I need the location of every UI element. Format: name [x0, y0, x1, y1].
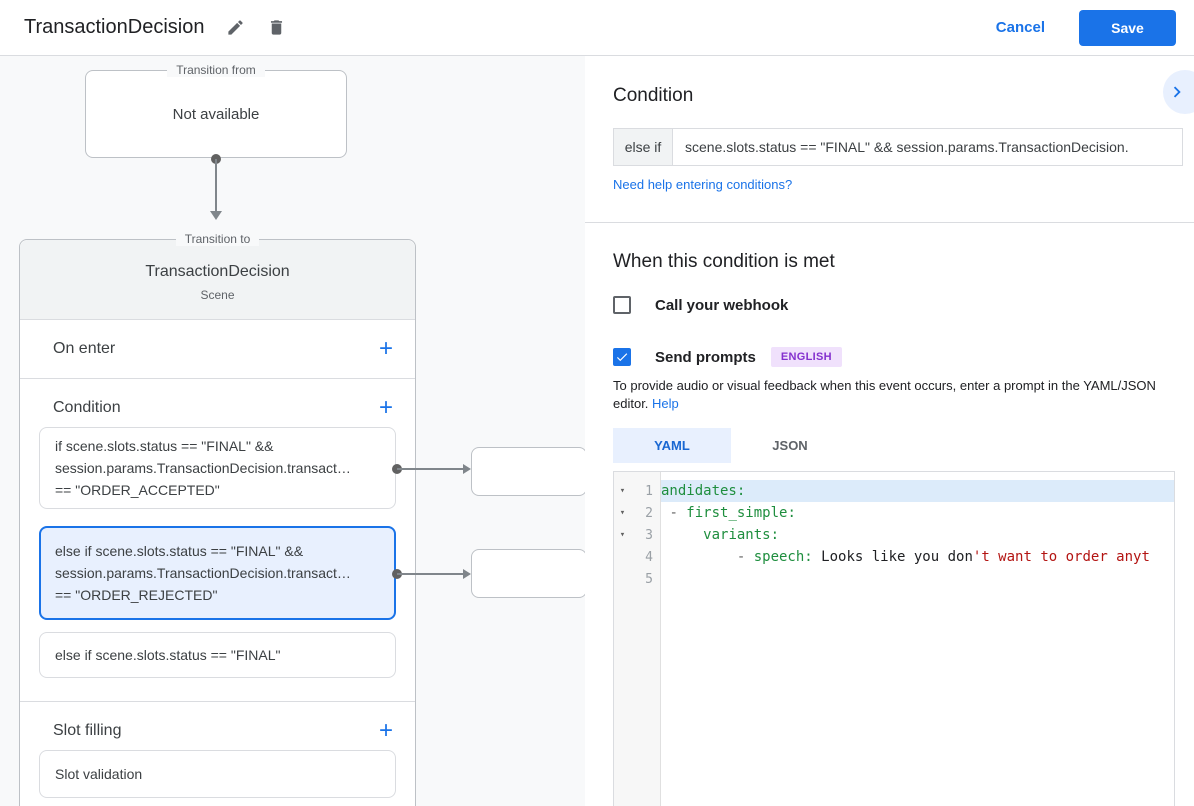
add-slot-button[interactable]: + — [378, 716, 393, 744]
line-number: 4 — [645, 549, 653, 565]
send-prompts-row[interactable]: Send prompts ENGLISH — [613, 347, 842, 367]
call-webhook-row[interactable]: Call your webhook — [613, 296, 788, 314]
line-number: 5 — [645, 571, 653, 587]
connector-line — [215, 159, 217, 211]
checkmark-icon — [616, 353, 628, 362]
condition-card-line: if scene.slots.status == "FINAL" && — [55, 438, 274, 454]
connector-line — [397, 573, 463, 575]
send-prompts-label[interactable]: Send prompts — [655, 348, 756, 366]
transition-from-value: Not available — [172, 105, 260, 123]
slot-filling-section: Slot filling + Slot validation — [20, 702, 415, 806]
code-line[interactable]: andidates: — [661, 480, 1174, 502]
condition-expression-row: else if — [613, 128, 1183, 166]
condition-card-selected[interactable]: else if scene.slots.status == "FINAL" &&… — [39, 526, 396, 620]
condition-section: Condition + if scene.slots.status == "FI… — [20, 379, 415, 702]
condition-section-label: Condition — [53, 398, 121, 416]
transition-to-legend: Transition to — [20, 232, 415, 246]
transition-target-box[interactable] — [471, 549, 587, 598]
add-condition-button[interactable]: + — [378, 393, 393, 421]
condition-card-line: == "ORDER_REJECTED" — [55, 587, 218, 603]
condition-card-line: else if scene.slots.status == "FINAL" — [55, 647, 281, 663]
save-button[interactable]: Save — [1079, 9, 1176, 46]
transition-from-box: Transition from Not available — [85, 63, 347, 158]
condition-help-link[interactable]: Need help entering conditions? — [613, 177, 793, 192]
yaml-code-editor: ▾ 1 ▾ 2 ▾ 3 4 5 andidates: - first_simple: vari… — [613, 471, 1175, 806]
code-line[interactable]: - speech: Looks like you don't want to o… — [736, 549, 1150, 565]
when-condition-met-title: When this condition is met — [613, 251, 835, 272]
editor-gutter: ▾ 1 ▾ 2 ▾ 3 4 5 — [614, 472, 661, 806]
condition-prefix-label: else if — [613, 128, 672, 166]
line-number: 3 — [645, 527, 653, 543]
delete-scene-button[interactable] — [267, 18, 286, 37]
condition-card-list: if scene.slots.status == "FINAL" && sessi… — [20, 419, 415, 701]
condition-card[interactable]: else if scene.slots.status == "FINAL" — [39, 632, 396, 678]
scene-card: Transition to TransactionDecision Scene … — [19, 232, 416, 806]
pencil-icon — [228, 20, 244, 35]
code-line[interactable]: - first_simple: — [669, 505, 796, 521]
arrow-right-icon — [463, 569, 471, 579]
cancel-button[interactable]: Cancel — [995, 19, 1045, 36]
scene-card-header: TransactionDecision Scene — [20, 240, 415, 320]
top-header-bar: TransactionDecision Cancel Save — [0, 0, 1194, 56]
fold-arrow-icon[interactable]: ▾ — [619, 508, 626, 518]
connector-line — [397, 468, 463, 470]
slot-card[interactable]: Slot validation — [39, 750, 396, 798]
condition-card-line: == "ORDER_ACCEPTED" — [55, 482, 220, 498]
hint-help-link[interactable]: Help — [652, 396, 679, 411]
condition-card-line: session.params.TransactionDecision.trans… — [55, 565, 351, 581]
add-on-enter-button[interactable]: + — [378, 335, 393, 362]
edit-title-button[interactable] — [226, 18, 245, 37]
condition-expression-input[interactable] — [672, 128, 1183, 166]
editor-code-area[interactable]: andidates: - first_simple: variants: - s… — [661, 472, 1174, 806]
slot-card-list: Slot validation — [20, 742, 415, 806]
on-enter-row: On enter + — [20, 320, 415, 379]
arrow-down-icon — [210, 211, 222, 220]
condition-card-line: else if scene.slots.status == "FINAL" && — [55, 543, 304, 559]
condition-detail-panel: Condition else if Need help entering con… — [585, 56, 1194, 806]
code-line[interactable]: variants: — [703, 527, 780, 543]
transition-from-legend: Transition from — [86, 63, 346, 77]
line-number: 2 — [645, 505, 653, 521]
arrow-right-icon — [463, 464, 471, 474]
tab-json[interactable]: JSON — [772, 438, 808, 453]
scene-name: TransactionDecision — [145, 263, 290, 280]
scene-type-label: Scene — [200, 288, 235, 302]
expand-panel-button[interactable] — [1163, 70, 1194, 114]
panel-divider — [585, 222, 1194, 223]
fold-arrow-icon[interactable]: ▾ — [619, 530, 626, 540]
on-enter-label: On enter — [53, 340, 116, 357]
tab-yaml[interactable]: YAML — [613, 428, 731, 463]
slot-card-label: Slot validation — [55, 766, 143, 782]
webhook-label[interactable]: Call your webhook — [655, 296, 789, 314]
flow-diagram-canvas: Transition from Not available Transition… — [0, 56, 587, 806]
line-number: 1 — [645, 483, 653, 499]
condition-card[interactable]: if scene.slots.status == "FINAL" && sessi… — [39, 427, 396, 509]
condition-panel-title: Condition — [613, 85, 694, 106]
send-prompts-checkbox[interactable] — [613, 348, 631, 366]
language-badge: ENGLISH — [770, 347, 842, 367]
code-line[interactable] — [661, 568, 1174, 590]
page-title: TransactionDecision — [24, 16, 205, 38]
webhook-checkbox[interactable] — [613, 296, 631, 314]
trash-icon — [271, 20, 283, 35]
chevron-right-icon — [1173, 86, 1181, 98]
condition-card-line: session.params.TransactionDecision.trans… — [55, 460, 351, 476]
fold-arrow-icon[interactable]: ▾ — [619, 486, 626, 496]
prompts-hint-text: To provide audio or visual feedback when… — [613, 378, 1156, 411]
slot-filling-label: Slot filling — [53, 721, 122, 739]
editor-format-tabs: YAML JSON — [613, 428, 849, 463]
transition-target-box[interactable] — [471, 447, 587, 496]
